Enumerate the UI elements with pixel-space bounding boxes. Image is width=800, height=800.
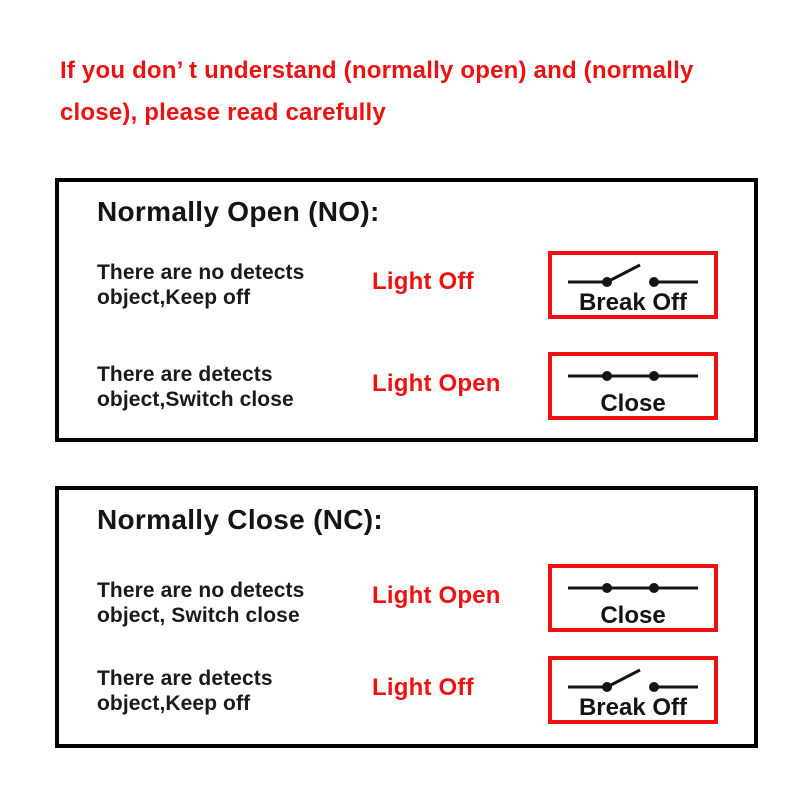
detection-description-line1: There are detects — [97, 667, 273, 690]
open-switch-icon — [566, 261, 700, 289]
light-status: Light Open — [372, 370, 501, 397]
detection-description: There are detects object,Keep off — [97, 666, 273, 716]
light-status: Light Open — [372, 582, 501, 609]
header-warning-line1: If you don’ t understand (normally open)… — [60, 57, 694, 84]
detection-description-line2: object, Switch close — [97, 604, 300, 627]
panel-normally-open: Normally Open (NO): There are no detects… — [55, 178, 758, 442]
header-warning: If you don’ t understand (normally open)… — [60, 50, 694, 134]
detection-description: There are no detects object, Switch clos… — [97, 578, 304, 628]
detection-description-line1: There are no detects — [97, 579, 305, 602]
panel-title-normally-close: Normally Close (NC): — [97, 504, 384, 535]
detection-description-line1: There are no detects — [97, 261, 305, 284]
switch-state-box: Break Off — [548, 251, 718, 319]
detection-description-line2: object,Keep off — [97, 286, 251, 309]
switch-state-label: Break Off — [578, 694, 688, 721]
panel-title-normally-open: Normally Open (NO): — [97, 196, 380, 227]
detection-description-line2: object,Switch close — [97, 388, 294, 411]
closed-switch-icon — [566, 574, 700, 602]
detection-description-line2: object,Keep off — [97, 692, 251, 715]
switch-state-box: Close — [548, 564, 718, 632]
switch-state-box: Close — [548, 352, 718, 420]
switch-state-label: Close — [600, 390, 666, 417]
closed-switch-icon — [566, 362, 700, 390]
open-switch-icon — [566, 666, 700, 694]
header-warning-line2: close), please read carefully — [60, 99, 386, 126]
light-status: Light Off — [372, 674, 474, 701]
panel-normally-close: Normally Close (NC): There are no detect… — [55, 486, 758, 748]
detection-description: There are no detects object,Keep off — [97, 260, 304, 310]
light-status: Light Off — [372, 268, 474, 295]
detection-description-line1: There are detects — [97, 363, 273, 386]
switch-state-label: Close — [600, 602, 666, 629]
detection-description: There are detects object,Switch close — [97, 362, 294, 412]
switch-state-box: Break Off — [548, 656, 718, 724]
switch-state-label: Break Off — [578, 289, 688, 316]
